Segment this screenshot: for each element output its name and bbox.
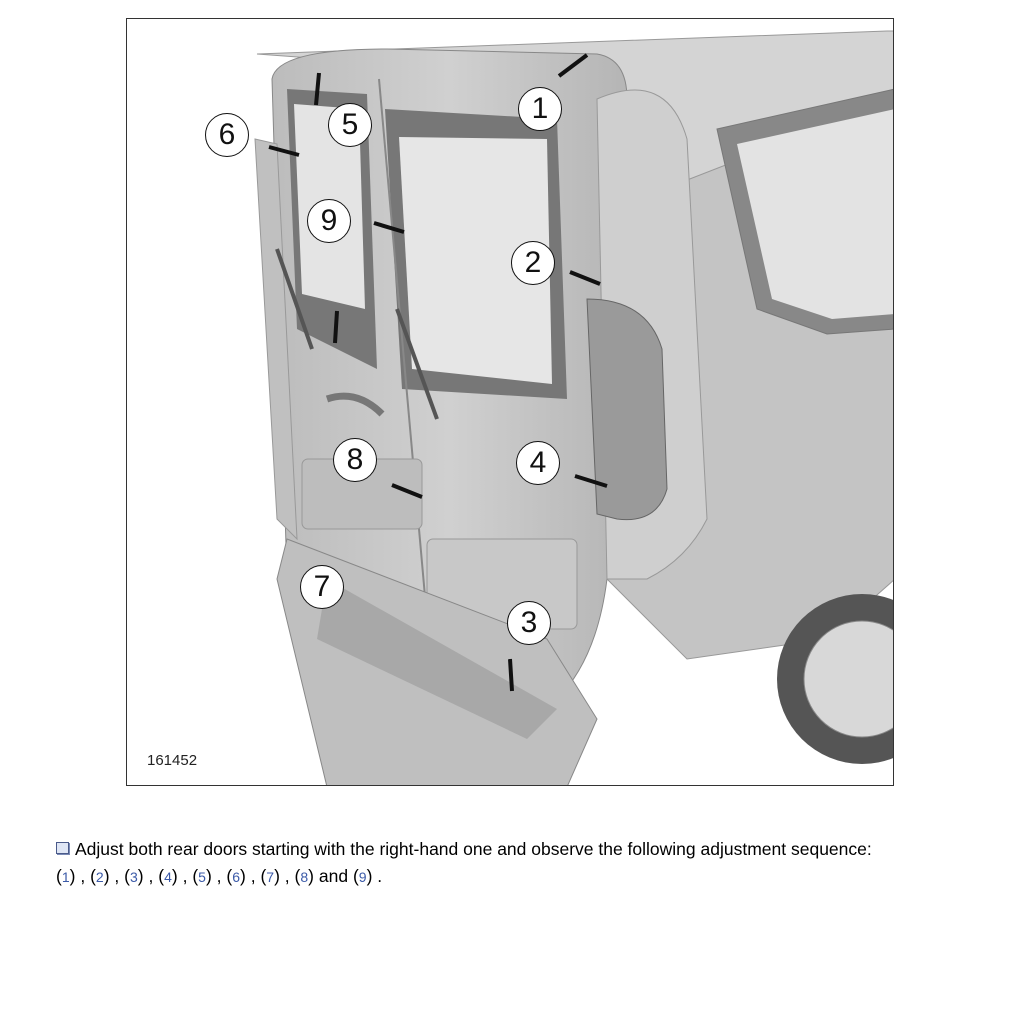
callout-2: 2 xyxy=(511,241,555,285)
instruction-text: Adjust both rear doors starting with the… xyxy=(75,839,872,859)
callout-6: 6 xyxy=(205,113,249,157)
sep: , xyxy=(114,866,120,886)
callout-9: 9 xyxy=(307,199,351,243)
instruction-paragraph: Adjust both rear doors starting with the… xyxy=(56,836,996,891)
callout-7: 7 xyxy=(300,565,344,609)
sequence-line: (1) , (2) , (3) , (4) , (5) , (6) , (7) … xyxy=(56,866,383,886)
sep: , xyxy=(216,866,222,886)
sequence-link-9[interactable]: 9 xyxy=(358,869,367,885)
van-rear-illustration xyxy=(254,30,893,785)
callout-1: 1 xyxy=(518,87,562,131)
bullet-checkbox-icon xyxy=(56,842,69,854)
callout-3: 3 xyxy=(507,601,551,645)
sep: , xyxy=(250,866,256,886)
sequence-link-8[interactable]: 8 xyxy=(300,869,309,885)
sep: , xyxy=(284,866,290,886)
conjunction: and xyxy=(318,866,349,886)
sequence-link-3[interactable]: 3 xyxy=(129,869,138,885)
sep: , xyxy=(182,866,188,886)
sequence-link-4[interactable]: 4 xyxy=(164,869,172,885)
sequence-link-2[interactable]: 2 xyxy=(95,869,104,885)
sequence-link-1[interactable]: 1 xyxy=(61,869,70,885)
figure-number: 161452 xyxy=(147,752,198,769)
callout-8: 8 xyxy=(333,438,377,482)
sequence-link-6[interactable]: 6 xyxy=(232,869,241,885)
van-illustration-frame: 1 2 3 4 5 6 7 8 9 161452 xyxy=(126,18,894,786)
sep: , xyxy=(80,866,86,886)
sequence-link-7[interactable]: 7 xyxy=(266,869,275,885)
sep: , xyxy=(148,866,154,886)
sequence-link-5[interactable]: 5 xyxy=(198,869,206,885)
callout-5: 5 xyxy=(328,103,372,147)
callout-4: 4 xyxy=(516,441,560,485)
end-period: . xyxy=(377,866,383,886)
